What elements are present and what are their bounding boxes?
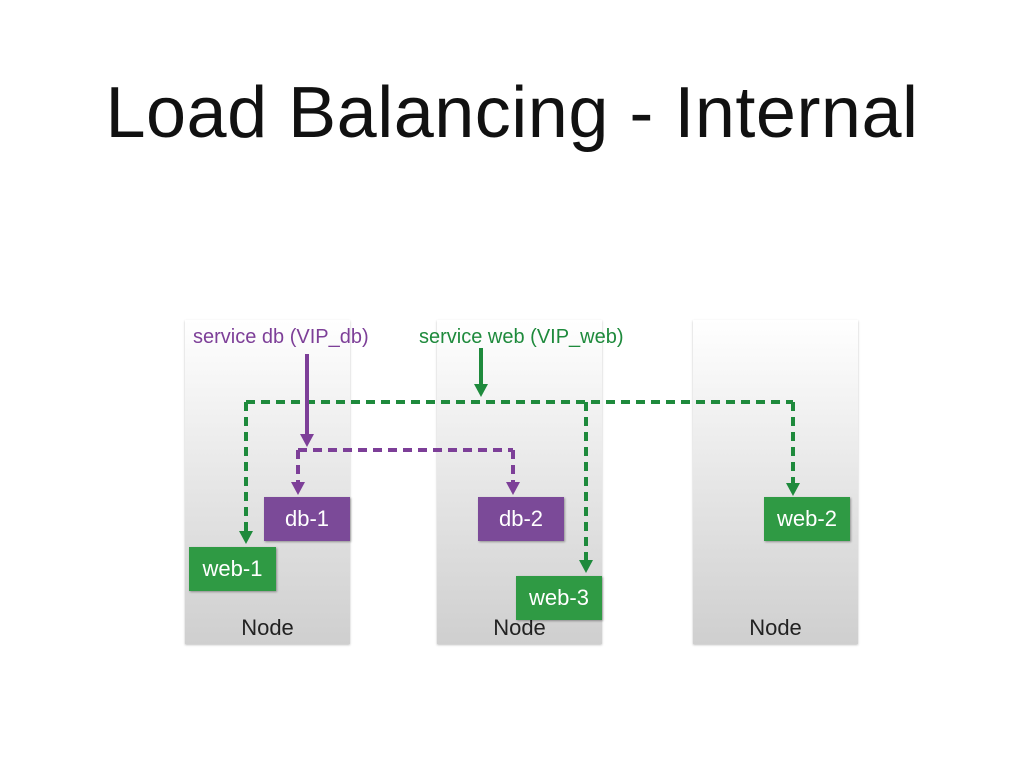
web-arrowheads bbox=[239, 384, 800, 573]
node-label: Node bbox=[241, 615, 294, 640]
db-arrowheads bbox=[291, 434, 520, 495]
task-web-2: web-2 bbox=[764, 497, 850, 541]
web3-arrowhead bbox=[579, 560, 593, 573]
web1-arrowhead bbox=[239, 531, 253, 544]
web-vip-arrowhead bbox=[474, 384, 488, 397]
page-title: Load Balancing - Internal bbox=[105, 73, 919, 153]
db-routing-lines bbox=[296, 354, 515, 484]
web-routing-lines bbox=[244, 348, 795, 563]
task-web-1: web-1 bbox=[189, 547, 276, 591]
service-web-label: service web (VIP_web) bbox=[419, 326, 624, 348]
db-vip-arrowhead bbox=[300, 434, 314, 447]
task-db-1: db-1 bbox=[264, 497, 350, 541]
task-web-3: web-3 bbox=[516, 576, 602, 620]
service-db-label: service db (VIP_db) bbox=[193, 326, 369, 348]
node-3: Node bbox=[693, 320, 858, 644]
node-label: Node bbox=[749, 615, 802, 640]
db1-arrowhead bbox=[291, 482, 305, 495]
web2-arrowhead bbox=[786, 483, 800, 496]
db2-arrowhead bbox=[506, 482, 520, 495]
task-db-2: db-2 bbox=[478, 497, 564, 541]
